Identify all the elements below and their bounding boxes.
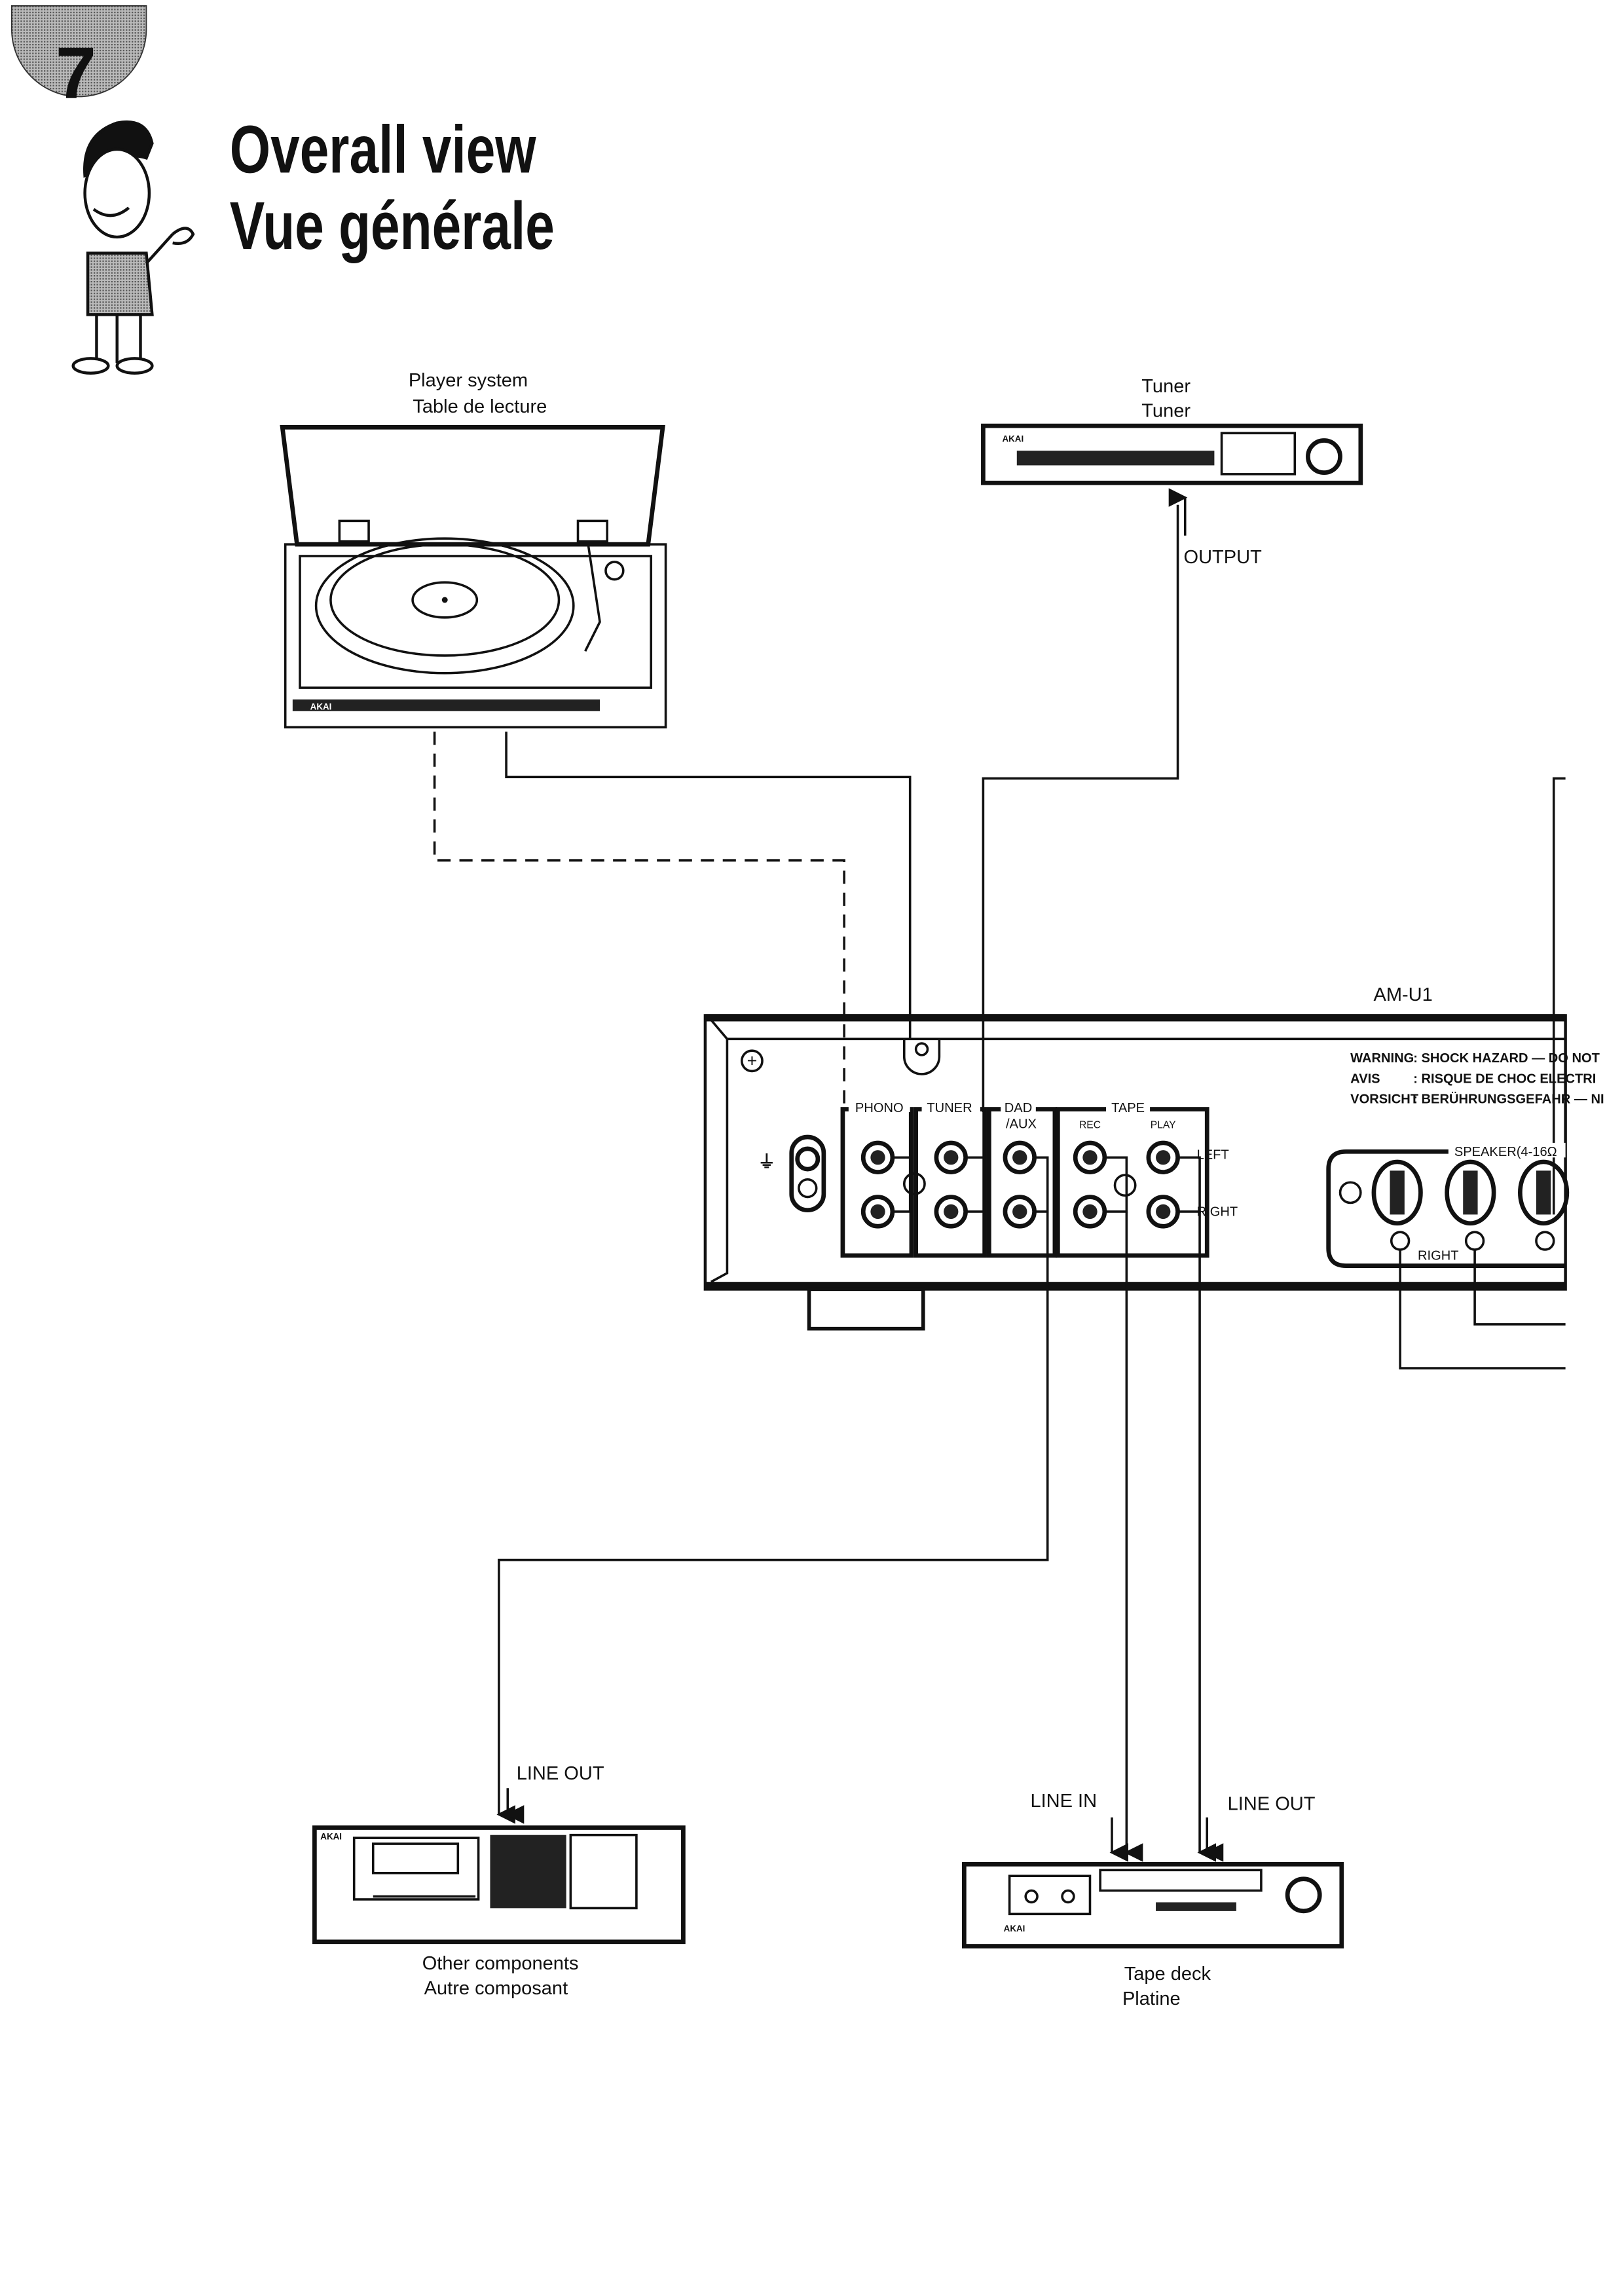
play-label: PLAY (1151, 1120, 1176, 1131)
svg-text:: BERÜHRUNGSGEFAHR — NI: : BERÜHRUNGSGEFAHR — NI (1413, 1092, 1604, 1107)
svg-text:VORSICHT: VORSICHT (1350, 1092, 1419, 1107)
tape-label: TAPE (1111, 1101, 1145, 1115)
tape-label-fr: Platine (1122, 1988, 1181, 2009)
tuner-label-fr: Tuner (1141, 401, 1190, 422)
tuner-brand: AKAI (1002, 434, 1024, 444)
amp-warning-text: WARNING : SHOCK HAZARD — DO NOT AVIS : R… (1350, 1051, 1604, 1107)
other-label-en: Other components (422, 1953, 579, 1974)
rec-label: REC (1079, 1120, 1101, 1131)
left-label: LEFT (1197, 1147, 1229, 1162)
tape-rec-jacks (1073, 1140, 1107, 1229)
phono-cable (505, 732, 912, 1039)
input-jack-groups: PHONO TUNER DAD /AUX TAPE REC PLAY LEFT … (840, 1098, 1238, 1258)
speaker-cables (1399, 1250, 1566, 1370)
tuner-output-label: OUTPUT (1183, 547, 1262, 568)
svg-text:WARNING: WARNING (1350, 1051, 1414, 1066)
cd-player-illustration: AKAI (312, 1825, 686, 1945)
tuner-label-en: Tuner (1141, 376, 1190, 397)
player-label-fr: Table de lecture (413, 396, 547, 417)
rca-jacks[interactable] (860, 1140, 1180, 1229)
tape-line-in-label: LINE IN (1030, 1791, 1097, 1812)
aux-cable (496, 1211, 1049, 1824)
other-brand: AKAI (320, 1831, 342, 1841)
title-french: Vue générale (230, 188, 555, 263)
presenter-cartoon-icon (71, 120, 195, 375)
turntable-illustration: AKAI (280, 425, 667, 729)
title-english: Overall view (230, 112, 536, 187)
other-label-fr: Autre composant (424, 1978, 568, 1999)
tuner-cable (982, 504, 1179, 1112)
speaker-right-label: RIGHT (1418, 1249, 1459, 1263)
ground-terminal[interactable]: ⏚ (758, 1134, 826, 1213)
tape-play-jacks (1146, 1140, 1180, 1229)
player-brand: AKAI (310, 702, 332, 712)
speaker-terminals[interactable]: SPEAKER(4-16Ω RIGHT (1326, 1142, 1570, 1268)
right-label: RIGHT (1197, 1205, 1238, 1220)
player-label-en: Player system (409, 370, 528, 391)
phono-jacks (860, 1140, 895, 1229)
speaker-cable-top (1552, 777, 1566, 1215)
tape-line-out-label: LINE OUT (1228, 1794, 1316, 1815)
chapter-badge: 7 (10, 5, 147, 114)
svg-text:AVIS: AVIS (1350, 1072, 1380, 1086)
dad-aux-jacks (1003, 1140, 1037, 1229)
speaker-label: SPEAKER(4-16Ω (1454, 1145, 1557, 1159)
ground-cable (433, 732, 845, 1112)
tuner-jacks (934, 1140, 968, 1229)
tuner-illustration: AKAI (981, 423, 1363, 485)
tape-label-en: Tape deck (1124, 1964, 1211, 1985)
amp-model-label: AM-U1 (1373, 984, 1432, 1005)
tuner-input-label: TUNER (927, 1101, 972, 1115)
chapter-number: 7 (56, 32, 96, 114)
tape-brand: AKAI (1004, 1924, 1025, 1933)
tape-deck-illustration: AKAI (962, 1862, 1344, 1948)
ground-symbol-icon: ⏚ (758, 1152, 775, 1172)
phono-label: PHONO (855, 1101, 904, 1115)
svg-text:: SHOCK HAZARD — DO NOT: : SHOCK HAZARD — DO NOT (1413, 1051, 1600, 1066)
svg-text:: RISQUE DE CHOC ELECTRI: : RISQUE DE CHOC ELECTRI (1413, 1072, 1596, 1086)
screw-icon: + (747, 1051, 758, 1071)
dad-label: DAD (1005, 1101, 1032, 1115)
amplifier-rear-panel: + (703, 1014, 1567, 1331)
other-line-out-label: LINE OUT (517, 1763, 604, 1784)
aux-label: /AUX (1006, 1117, 1037, 1132)
